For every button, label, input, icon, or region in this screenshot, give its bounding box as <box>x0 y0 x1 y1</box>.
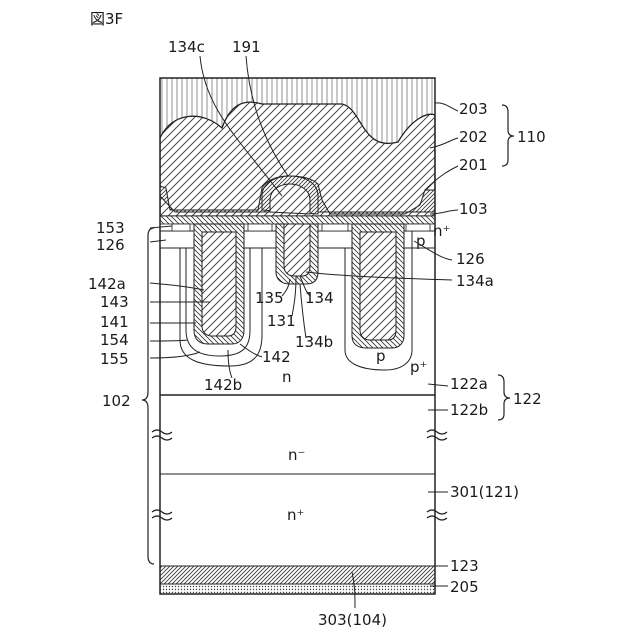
label-301: 301(121) <box>450 483 519 501</box>
label-126-right: 126 <box>456 250 485 268</box>
label-142a: 142a <box>88 275 126 293</box>
label-110: 110 <box>517 128 546 146</box>
region-p-plus: p⁺ <box>410 358 427 376</box>
label-126-left: 126 <box>96 236 125 254</box>
label-153: 153 <box>96 219 125 237</box>
label-191: 191 <box>232 38 261 56</box>
label-131: 131 <box>267 312 296 330</box>
label-142b: 142b <box>204 376 242 394</box>
label-102: 102 <box>102 392 131 410</box>
label-134a: 134a <box>456 272 494 290</box>
label-142: 142 <box>262 348 291 366</box>
label-103: 103 <box>459 200 488 218</box>
label-303: 303(104) <box>318 611 387 629</box>
label-154: 154 <box>100 331 129 349</box>
region-n-plus: n⁺ <box>287 506 304 524</box>
region-n-plus-top: n⁺ <box>433 222 450 240</box>
label-203: 203 <box>459 100 488 118</box>
label-143: 143 <box>100 293 129 311</box>
label-134b: 134b <box>295 333 333 351</box>
label-122b: 122b <box>450 401 488 419</box>
layer-205 <box>160 584 435 594</box>
region-n: n <box>282 368 292 386</box>
label-135: 135 <box>255 289 284 307</box>
label-141: 141 <box>100 313 129 331</box>
layer-123 <box>160 566 435 584</box>
region-p-trench: p <box>376 347 386 365</box>
label-122: 122 <box>513 390 542 408</box>
label-205: 205 <box>450 578 479 596</box>
label-202: 202 <box>459 128 488 146</box>
region-n-minus: n⁻ <box>288 446 305 464</box>
label-155: 155 <box>100 350 129 368</box>
label-201: 201 <box>459 156 488 174</box>
figure-title: 図3F <box>90 10 123 28</box>
label-134: 134 <box>305 289 334 307</box>
label-123: 123 <box>450 557 479 575</box>
layer-153 <box>160 216 435 224</box>
label-122a: 122a <box>450 375 488 393</box>
label-134c: 134c <box>168 38 205 56</box>
